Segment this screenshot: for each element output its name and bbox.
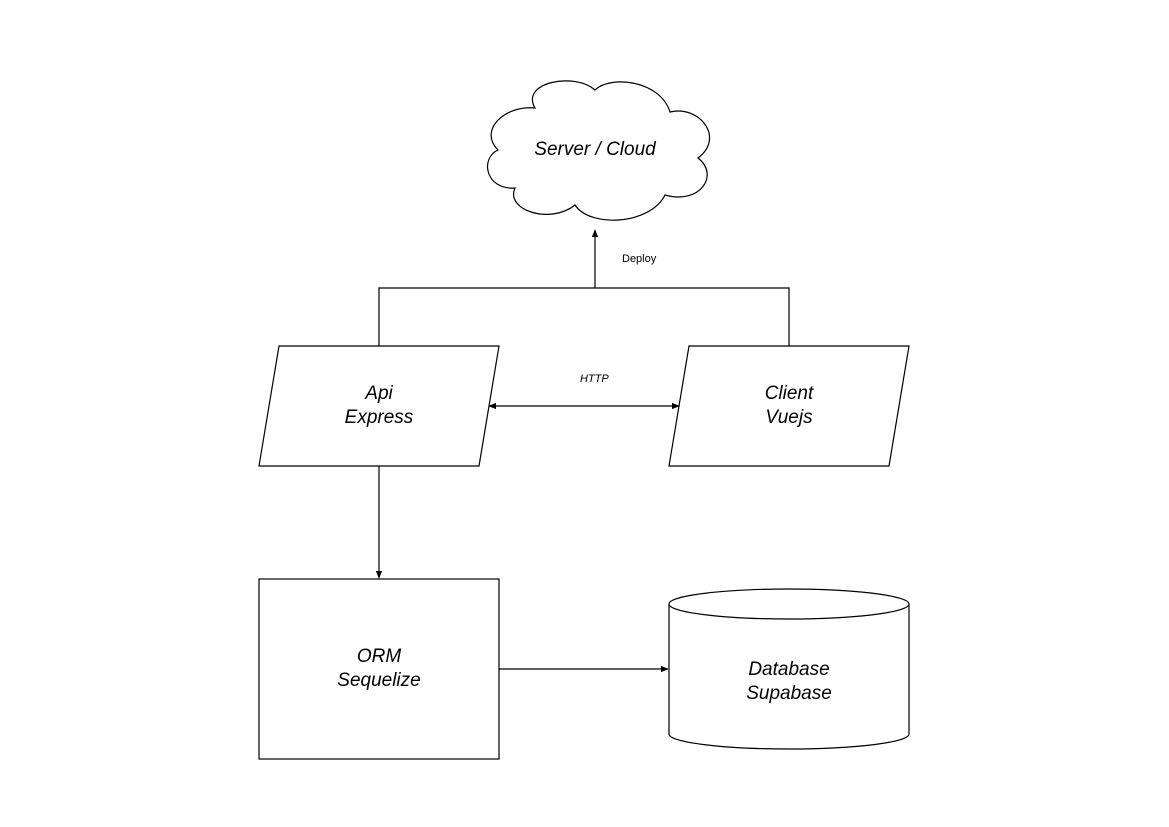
http-label: HTTP	[580, 373, 609, 385]
api-client-merge-connector	[378, 287, 790, 346]
cloud-shape[interactable]	[486, 80, 711, 221]
api-shape[interactable]	[258, 345, 500, 467]
database-shape[interactable]	[668, 588, 910, 750]
client-shape[interactable]	[668, 345, 910, 467]
deploy-label: Deploy	[622, 253, 657, 265]
orm-shape[interactable]	[258, 578, 500, 760]
